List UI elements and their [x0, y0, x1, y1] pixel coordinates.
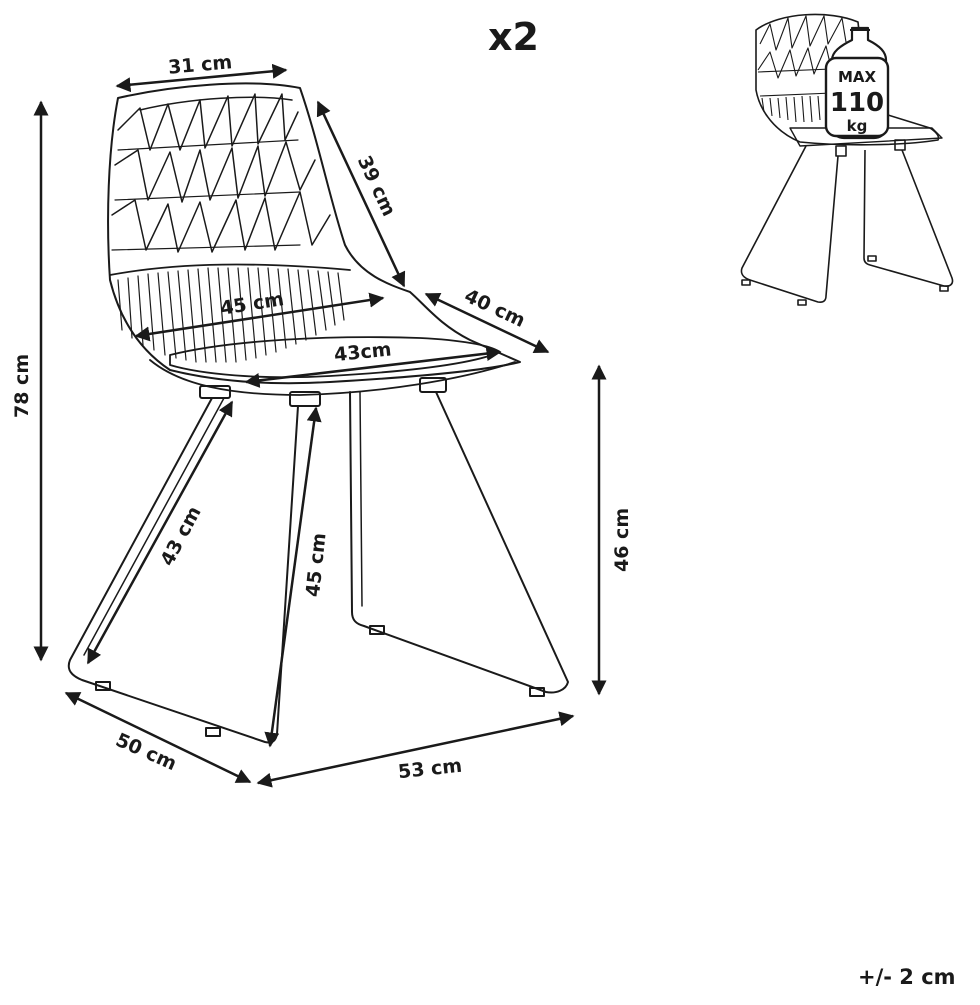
label-base-depth: 50 cm — [112, 729, 180, 775]
foot-4 — [529, 687, 545, 697]
label-total-height: 78 cm — [11, 354, 33, 418]
quantity-label: x2 — [488, 15, 539, 59]
dim-arrow-back-leg — [264, 406, 322, 748]
seat-mount-front-left — [199, 385, 231, 399]
label-front-leg: 43 cm — [156, 503, 206, 570]
dimension-labels: x2 31 cm 39 cm 45 cm 40 cm 43cm 78 cm 43… — [11, 15, 956, 989]
label-backrest-height: 39 cm — [353, 152, 400, 219]
dim-arrow-seat-front — [244, 346, 502, 388]
load-badge-line3: kg — [847, 117, 868, 135]
label-back-leg: 45 cm — [302, 532, 331, 598]
dim-arrow-backrest-height — [316, 100, 406, 288]
leg-sled-rear-inner — [359, 391, 363, 607]
leg-sled-rear — [349, 391, 569, 694]
label-seat-height: 46 cm — [611, 508, 633, 572]
label-backrest-top: 31 cm — [167, 51, 233, 79]
mini-foot-1 — [741, 279, 751, 286]
label-seat-depth: 40 cm — [461, 285, 528, 332]
label-seat-front: 43cm — [333, 338, 393, 366]
dim-arrow-base-width — [256, 711, 575, 788]
mini-leg-rear — [863, 149, 954, 287]
tolerance-label: +/- 2 cm — [858, 965, 956, 989]
chair-shell-inner — [139, 96, 293, 111]
load-badge — [824, 56, 890, 138]
foot-1 — [95, 681, 111, 691]
dim-arrow-front-leg — [86, 400, 234, 665]
mini-foot-3 — [867, 255, 877, 262]
shell-triangle-pattern — [111, 93, 331, 253]
foot-3 — [369, 625, 385, 635]
mini-chair-shell — [755, 13, 940, 146]
seat-mount-front-right — [289, 391, 321, 407]
load-badge-line1: MAX — [838, 68, 877, 86]
mini-mount-1 — [835, 145, 847, 157]
chair-shell-band — [109, 263, 351, 276]
foot-2 — [205, 727, 221, 737]
label-base-width: 53 cm — [397, 755, 463, 784]
mini-leg-front — [740, 145, 839, 303]
dimension-arrows — [33, 63, 607, 788]
dim-arrow-backrest-top — [115, 63, 288, 93]
mini-mount-2 — [894, 139, 906, 151]
leg-sled-front-inner — [83, 397, 225, 656]
dim-arrow-seat-width — [134, 292, 385, 342]
dim-arrow-seat-depth — [424, 292, 550, 354]
main-chair — [67, 82, 569, 744]
mini-foot-2 — [797, 299, 807, 306]
mini-foot-4 — [939, 285, 949, 292]
load-badge-line2: 110 — [830, 88, 884, 118]
dim-arrow-base-depth — [64, 691, 252, 784]
